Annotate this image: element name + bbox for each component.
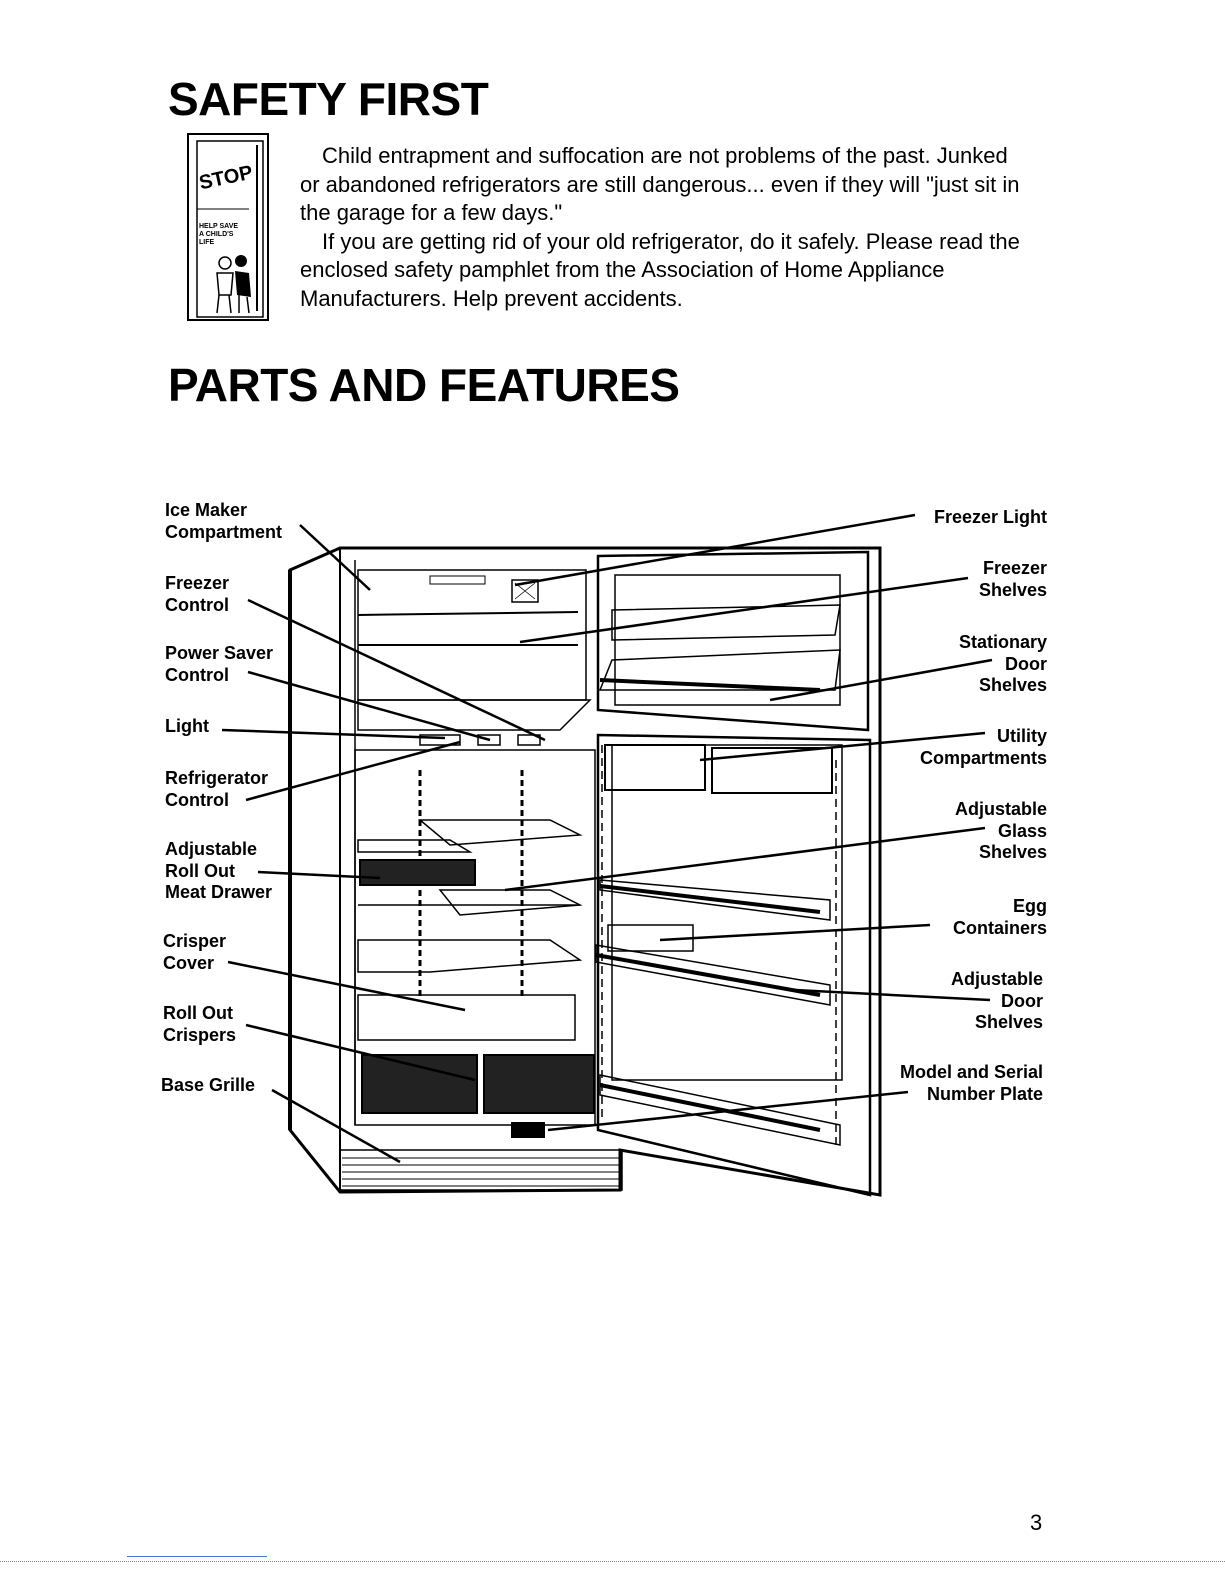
- label-line: Control: [165, 594, 229, 615]
- label-line: Adjustable: [950, 969, 1043, 989]
- label-roll-out-crispers: Roll Out Crispers: [163, 1003, 236, 1046]
- label-refrigerator-control: Refrigerator Control: [165, 768, 268, 811]
- safety-first-heading: SAFETY FIRST: [168, 73, 489, 125]
- label-line: Crisper: [163, 931, 227, 951]
- label-line: Adjustable: [165, 839, 258, 859]
- label-line: Shelves: [978, 579, 1047, 600]
- label-line: Control: [165, 664, 229, 685]
- label-line: Model and Serial: [899, 1062, 1043, 1082]
- page-number: 3: [1030, 1510, 1043, 1535]
- label-line: Power Saver: [165, 643, 274, 663]
- label-line: Cover: [163, 952, 215, 973]
- label-line: Roll Out: [165, 860, 235, 881]
- label-line: Compartments: [919, 747, 1047, 768]
- safety-paragraph-2: If you are getting rid of your old refri…: [300, 228, 1020, 311]
- label-line: Shelves: [974, 1012, 1043, 1032]
- label-line: Adjustable: [954, 799, 1047, 819]
- label-model-and-serial-number-plate: Model and Serial Number Plate: [900, 1062, 1043, 1105]
- label-line: Shelves: [978, 675, 1047, 695]
- stop-poster-illustration: STOP HELP SAVE A CHILD'S LIFE: [187, 133, 269, 321]
- label-line: Stationary: [958, 632, 1047, 652]
- label-freezer-control: Freezer Control: [165, 573, 229, 616]
- label-line: Freezer: [165, 573, 230, 593]
- poster-drawing: [196, 140, 264, 318]
- safety-body: Child entrapment and suffocation are not…: [300, 142, 1020, 313]
- label-line: Light: [165, 716, 209, 736]
- label-adjustable-door-shelves: Adjustable Door Shelves: [951, 969, 1043, 1034]
- label-utility-compartments: Utility Compartments: [920, 726, 1047, 769]
- label-line: Control: [165, 789, 229, 810]
- label-line: Crispers: [163, 1024, 237, 1045]
- label-adjustable-roll-out-meat-drawer: Adjustable Roll Out Meat Drawer: [165, 839, 272, 904]
- label-freezer-shelves: Freezer Shelves: [979, 558, 1047, 601]
- label-line: Roll Out: [163, 1003, 233, 1023]
- label-line: Meat Drawer: [165, 882, 273, 902]
- poster-subtext: HELP SAVE A CHILD'S LIFE: [199, 223, 239, 246]
- parts-and-features-heading: PARTS AND FEATURES: [168, 359, 680, 411]
- safety-paragraph-1: Child entrapment and suffocation are not…: [300, 143, 1020, 225]
- label-line: Ice Maker: [165, 500, 248, 520]
- label-freezer-light: Freezer Light: [934, 507, 1047, 529]
- label-base-grille: Base Grille: [161, 1075, 255, 1097]
- label-line: Freezer: [982, 558, 1047, 578]
- label-line: Refrigerator: [165, 768, 269, 788]
- label-line: Egg: [1013, 896, 1047, 916]
- footer-link-underline: [127, 1556, 267, 1557]
- label-adjustable-glass-shelves: Adjustable Glass Shelves: [955, 799, 1047, 864]
- label-line: Glass: [997, 820, 1047, 841]
- label-line: Base Grille: [161, 1075, 256, 1095]
- label-line: Utility: [996, 726, 1047, 746]
- label-line: Door: [1005, 653, 1047, 674]
- footer-divider: [0, 1561, 1225, 1562]
- label-power-saver-control: Power Saver Control: [165, 643, 273, 686]
- label-line: Number Plate: [926, 1083, 1043, 1104]
- label-line: Freezer Light: [933, 507, 1047, 527]
- label-ice-maker-compartment: Ice Maker Compartment: [165, 500, 282, 543]
- label-line: Shelves: [978, 842, 1047, 862]
- label-line: Door: [1001, 990, 1043, 1011]
- label-egg-containers: Egg Containers: [953, 896, 1047, 939]
- label-stationary-door-shelves: Stationary Door Shelves: [959, 632, 1047, 697]
- label-light: Light: [165, 716, 209, 738]
- label-line: Containers: [952, 917, 1047, 938]
- label-crisper-cover: Crisper Cover: [163, 931, 226, 974]
- label-line: Compartment: [165, 521, 283, 542]
